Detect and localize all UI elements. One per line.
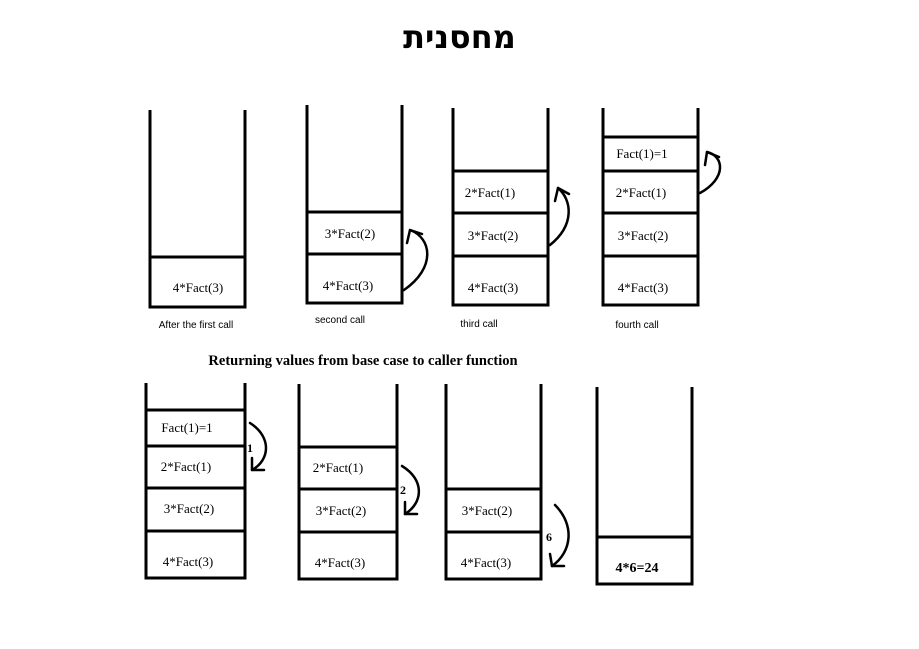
section-heading: Returning values from base case to calle…	[208, 353, 517, 369]
stack-cell: 3*Fact(2)	[325, 226, 376, 241]
stack-cell: 2*Fact(1)	[616, 185, 667, 200]
stack-cell: 2*Fact(1)	[465, 185, 516, 200]
top-stack-2: 3*Fact(2) 4*Fact(3) second call	[305, 105, 429, 326]
stack-cell: 3*Fact(2)	[316, 503, 367, 518]
return-arrow	[550, 503, 570, 568]
bottom-stack-4: 4*6=24	[595, 387, 694, 586]
stack-cell: 4*Fact(3)	[315, 555, 366, 570]
stack-cell: 3*Fact(2)	[468, 228, 519, 243]
stack-cell: 4*Fact(3)	[461, 555, 512, 570]
stack-cell: 3*Fact(2)	[164, 501, 215, 516]
bottom-stack-2: 2*Fact(1) 3*Fact(2) 4*Fact(3) 2	[297, 384, 420, 581]
stack-cell: 3*Fact(2)	[462, 503, 513, 518]
top-stack-1: 4*Fact(3) After the first call	[148, 110, 247, 331]
stack-cell: 2*Fact(1)	[313, 460, 364, 475]
return-value: 2	[400, 483, 406, 497]
stack-cell: 3*Fact(2)	[618, 228, 669, 243]
stack-cell: 4*6=24	[616, 561, 659, 576]
call-arrow	[698, 150, 722, 195]
return-arrow-head	[250, 456, 266, 472]
stack-caption: fourth call	[615, 320, 658, 331]
call-arrow-head	[553, 186, 571, 203]
call-arrow	[548, 186, 570, 247]
stack-cell: Fact(1)=1	[616, 146, 667, 161]
call-arrow-head	[703, 150, 721, 167]
bottom-stack-3: 3*Fact(2) 4*Fact(3) 6	[444, 384, 570, 581]
stack-cell: 2*Fact(1)	[161, 459, 212, 474]
stack-cell: 4*Fact(3)	[468, 280, 519, 295]
stack-cell: 4*Fact(3)	[163, 554, 214, 569]
return-arrow-head	[403, 500, 419, 516]
page-title: מחסנית	[403, 18, 516, 56]
return-value: 1	[247, 441, 253, 455]
stack-cell: 4*Fact(3)	[173, 280, 224, 295]
stack-cell: 4*Fact(3)	[618, 280, 669, 295]
return-arrow	[400, 464, 420, 516]
top-stack-4: Fact(1)=1 2*Fact(1) 3*Fact(2) 4*Fact(3) …	[601, 108, 722, 331]
call-arrow-head	[405, 228, 424, 245]
return-value: 6	[546, 530, 552, 544]
stack-caption: third call	[460, 319, 497, 330]
stack-cell: Fact(1)=1	[161, 420, 212, 435]
return-arrow-head	[548, 552, 566, 568]
bottom-stack-1: Fact(1)=1 2*Fact(1) 3*Fact(2) 4*Fact(3) …	[144, 383, 268, 580]
stack-caption: After the first call	[159, 320, 233, 331]
return-arrow	[248, 421, 268, 472]
stack-caption: second call	[315, 315, 365, 326]
stack-cell: 4*Fact(3)	[323, 278, 374, 293]
top-stack-3: 2*Fact(1) 3*Fact(2) 4*Fact(3) third call	[451, 108, 571, 330]
